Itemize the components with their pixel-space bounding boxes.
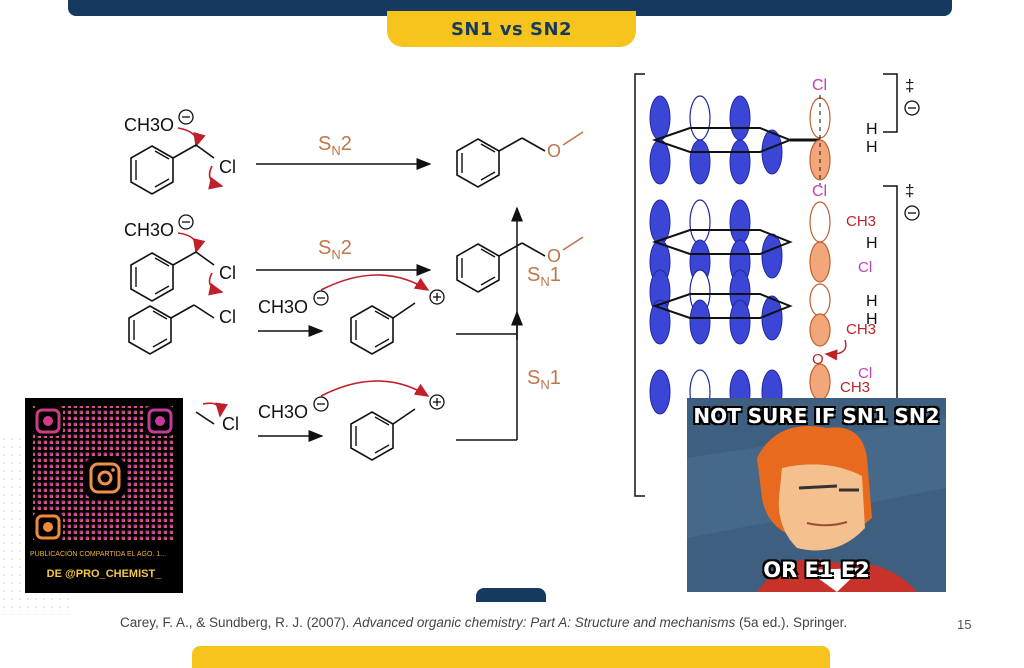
sn1-label-2: SN1 [527,367,561,392]
orbital-ch3-3: CH3 [840,379,870,396]
orbital-ch3-1: CH3 [846,213,876,230]
orbital-ch3-2: CH3 [846,321,876,338]
citation-authors: Carey, F. A., & Sundberg, R. J. (2007). [120,615,354,630]
meme-top-text: NOT SURE IF SN1 SN2 [693,404,940,428]
orbital-diagrams: ‡ ‡ Cl H H Cl CH3 H Cl [634,73,920,497]
bottom-bar [192,646,830,668]
bottom-tab [476,588,546,602]
meme-image: NOT SURE IF SN1 SN2 OR E1 E2 [687,398,946,592]
nucleophile-label-4: CH3O [258,402,308,422]
citation-title: Advanced organic chemistry: Part A: Stru… [353,615,736,630]
top-bar [68,0,952,16]
leaving-group-1: Cl [219,157,236,177]
product-o-1: O [547,141,561,161]
orbital-cl-2: Cl [812,183,827,200]
double-dagger-2: ‡ [905,181,914,200]
orbital-h-2: H [866,139,878,156]
nucleophile-label-2: CH3O [124,220,174,240]
product-o-2: O [547,246,561,266]
orbital-h-1: H [866,121,878,138]
sn2-label-1: SN2 [318,133,352,158]
slide-title: SN1 vs SN2 [387,11,636,47]
orbital-cl-3: Cl [858,259,872,276]
sn1-label-1: SN1 [527,264,561,289]
page-number: 15 [957,617,972,632]
orbital-h-3: H [866,235,878,252]
orbital-h-5: H [866,311,878,328]
leaving-group-2: Cl [219,263,236,283]
qr-caption-handle: DE @PRO_CHEMIST_ [46,568,162,580]
nucleophile-label-3: CH3O [258,297,308,317]
row-sn2-top: CH3O Cl SN2 O [124,109,584,195]
qr-caption-small: PUBLICACIÓN COMPARTIDA EL AGO. 1... [30,551,167,558]
qr-code-icon [33,406,175,542]
orbital-cl-4: Cl [858,365,872,382]
double-dagger-1: ‡ [905,76,914,95]
row-sn1-middle: Cl CH3O [128,274,523,355]
citation: Carey, F. A., & Sundberg, R. J. (2007). … [120,615,847,630]
fry-meme-illustration [687,398,946,592]
sn2-label-2: SN2 [318,237,352,262]
row-sn2-middle: CH3O Cl SN2 O SN1 [124,206,584,440]
nucleophile-label-1: CH3O [124,115,174,135]
orbital-o-1: O [812,351,824,368]
leaving-group-3: Cl [219,307,236,327]
row-sn1-bottom: Cl CH3O SN1 [195,367,561,461]
orbital-h-4: H [866,293,878,310]
orbital-cl-top: Cl [812,77,827,94]
meme-bottom-text: OR E1 E2 [763,558,870,582]
citation-tail: (5a ed.). Springer. [735,615,848,630]
leaving-group-4: Cl [222,414,239,434]
instagram-qr-card[interactable]: PUBLICACIÓN COMPARTIDA EL AGO. 1... DE @… [25,398,183,593]
